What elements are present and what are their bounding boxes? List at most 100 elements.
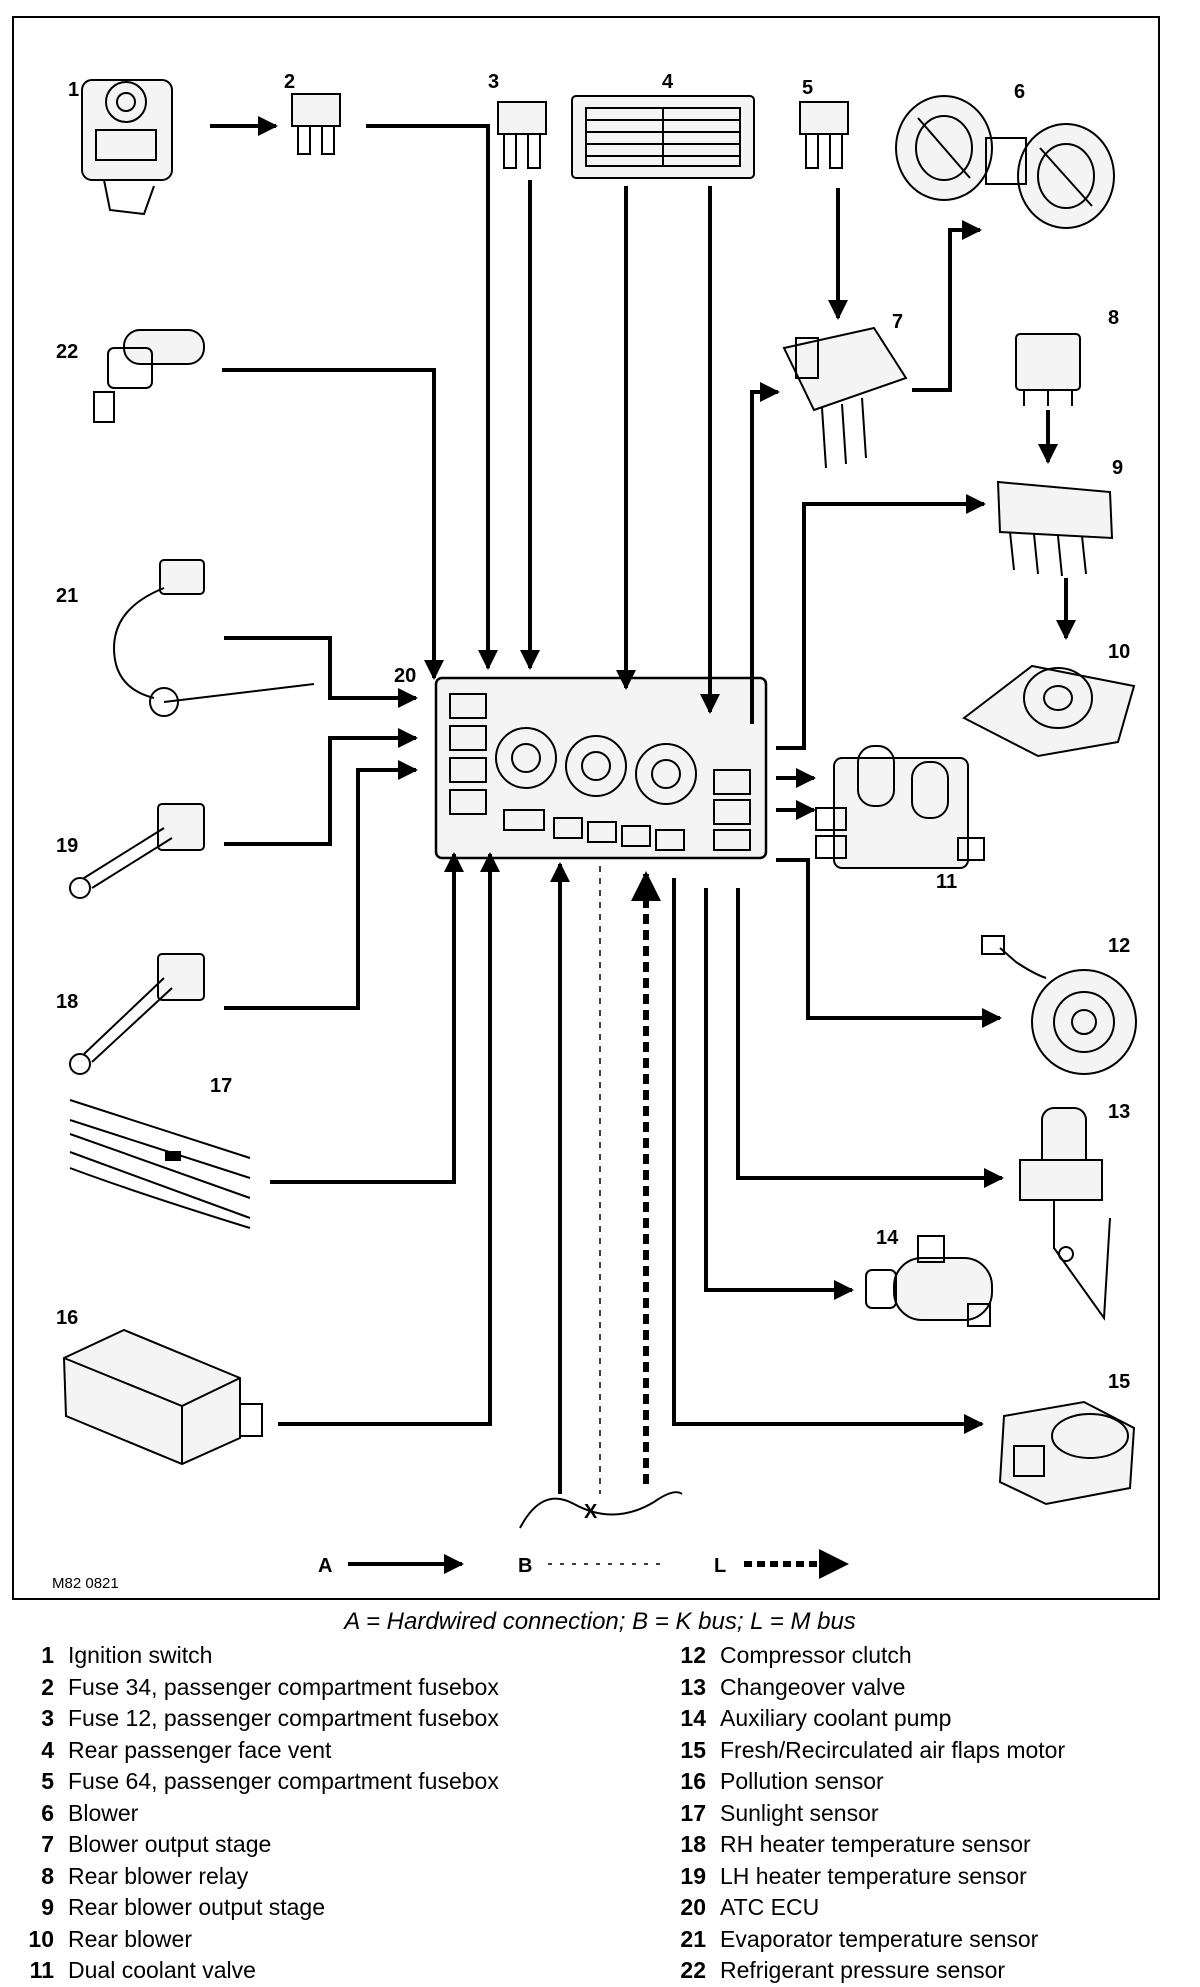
lh-heater-temp-sensor-drawing xyxy=(69,803,205,899)
rear-blower-output-stage-drawing xyxy=(996,480,1114,577)
key-item-number: 4 xyxy=(41,1736,54,1763)
callout-20: 20 xyxy=(394,665,416,687)
key-item: 16 Pollution sensor xyxy=(660,1766,1065,1798)
key-item-number: 15 xyxy=(680,1736,706,1763)
key-item: 2 Fuse 34, passenger compartment fusebox xyxy=(8,1672,499,1704)
diagram-frame: 1 2 3 4 5 6 7 8 9 10 11 12 13 14 15 16 1… xyxy=(12,16,1160,1600)
pollution-sensor-drawing xyxy=(62,1328,263,1466)
key-item-label: Changeover valve xyxy=(720,1673,906,1700)
callout-17: 17 xyxy=(210,1075,232,1097)
key-item-number: 21 xyxy=(680,1925,706,1952)
key-item-label: Auxiliary coolant pump xyxy=(720,1705,952,1731)
key-item: 13 Changeover valve xyxy=(660,1672,1065,1704)
legend-a-label: A xyxy=(318,1555,332,1577)
bus-x-label: X xyxy=(584,1501,598,1523)
callout-1: 1 xyxy=(68,79,79,101)
dual-coolant-valve-drawing xyxy=(815,745,985,869)
callout-18: 18 xyxy=(56,991,78,1013)
callout-15: 15 xyxy=(1108,1371,1130,1393)
key-item-number: 2 xyxy=(41,1673,54,1700)
key-item: 12 Compressor clutch xyxy=(660,1640,1065,1672)
key-item-number: 12 xyxy=(680,1642,706,1668)
changeover-valve-drawing xyxy=(1019,1107,1111,1321)
legend-b-label: B xyxy=(518,1555,532,1577)
key-item: 3 Fuse 12, passenger compartment fusebox xyxy=(8,1703,499,1735)
refrigerant-pressure-sensor-drawing xyxy=(93,329,205,423)
key-item-number: 11 xyxy=(29,1957,54,1983)
wire-18-to-ecu xyxy=(224,760,418,1010)
key-item-number: 19 xyxy=(680,1862,706,1889)
key-item-number: 10 xyxy=(28,1925,54,1952)
callout-5: 5 xyxy=(802,77,813,99)
compressor-clutch-drawing xyxy=(981,935,1137,1075)
key-item: 20 ATC ECU xyxy=(660,1892,1065,1924)
key-item-label: RH heater temperature sensor xyxy=(720,1831,1031,1857)
rear-blower-drawing xyxy=(962,664,1136,758)
key-item-label: ATC ECU xyxy=(720,1894,820,1920)
key-item-label: Rear blower relay xyxy=(68,1862,249,1889)
key-item: 19 LH heater temperature sensor xyxy=(660,1861,1065,1893)
key-item-label: Fuse 34, passenger compartment fusebox xyxy=(68,1673,499,1700)
hardwired-connections xyxy=(210,116,1076,1426)
wire-7-to-6 xyxy=(912,220,982,392)
evaporator-temp-sensor-drawing xyxy=(112,559,315,717)
key-item: 5 Fuse 64, passenger compartment fusebox xyxy=(8,1766,499,1798)
key-item-label: Rear blower xyxy=(68,1925,192,1952)
callout-8: 8 xyxy=(1108,307,1119,329)
callout-3: 3 xyxy=(488,71,499,93)
key-item: 4 Rear passenger face vent xyxy=(8,1735,499,1767)
key-item-number: 3 xyxy=(41,1705,54,1731)
bus-x-to-15 xyxy=(672,878,984,1434)
wire-ecu-to-9 xyxy=(776,494,986,750)
key-item-number: 9 xyxy=(41,1894,54,1920)
key-item: 10 Rear blower xyxy=(8,1924,499,1956)
key-item-label: Blower xyxy=(68,1799,139,1826)
key-item-label: Rear passenger face vent xyxy=(68,1736,332,1763)
callout-9: 9 xyxy=(1112,457,1123,479)
atc-ecu-drawing xyxy=(434,676,768,860)
key-item-number: 7 xyxy=(41,1831,54,1857)
sunlight-sensor-drawing xyxy=(69,1099,251,1229)
blower-output-stage-drawing xyxy=(782,326,908,469)
key-item: 9 Rear blower output stage xyxy=(8,1892,499,1924)
key-item-number: 22 xyxy=(680,1957,706,1983)
callout-14: 14 xyxy=(876,1227,899,1249)
key-item-number: 20 xyxy=(680,1894,706,1920)
callout-12: 12 xyxy=(1108,935,1130,957)
wire-ecu-to-13 xyxy=(736,888,1004,1188)
key-item-label: LH heater temperature sensor xyxy=(720,1862,1027,1889)
key-item-label: Fuse 64, passenger compartment fusebox xyxy=(68,1768,499,1794)
key-item-label: Fuse 12, passenger compartment fusebox xyxy=(68,1705,499,1731)
air-flaps-motor-drawing xyxy=(998,1400,1136,1506)
ignition-switch-drawing xyxy=(81,79,173,216)
key-item-label: Pollution sensor xyxy=(720,1768,884,1794)
rear-blower-relay-drawing xyxy=(1015,333,1081,406)
key-item-number: 16 xyxy=(680,1768,706,1794)
wire-ecu-to-12 xyxy=(776,858,1002,1028)
callout-22: 22 xyxy=(56,341,78,363)
callout-11: 11 xyxy=(936,871,957,893)
key-item-number: 5 xyxy=(41,1768,54,1794)
key-item-label: Rear blower output stage xyxy=(68,1894,325,1920)
callout-16: 16 xyxy=(56,1307,78,1329)
callout-10: 10 xyxy=(1108,641,1130,663)
auxiliary-coolant-pump-drawing xyxy=(865,1235,993,1327)
callout-6: 6 xyxy=(1014,81,1025,103)
wire-21-to-ecu xyxy=(224,636,418,708)
fuse-64-drawing xyxy=(799,101,849,169)
wire-19-to-ecu xyxy=(224,728,418,846)
key-item-number: 8 xyxy=(41,1862,54,1889)
callout-4: 4 xyxy=(662,71,674,93)
wire-22-to-ecu xyxy=(222,368,444,680)
fuse-34-drawing xyxy=(291,93,341,155)
wire-16-to-ecu xyxy=(278,852,500,1426)
key-item-label: Compressor clutch xyxy=(720,1642,912,1668)
key-item-number: 13 xyxy=(680,1673,706,1700)
